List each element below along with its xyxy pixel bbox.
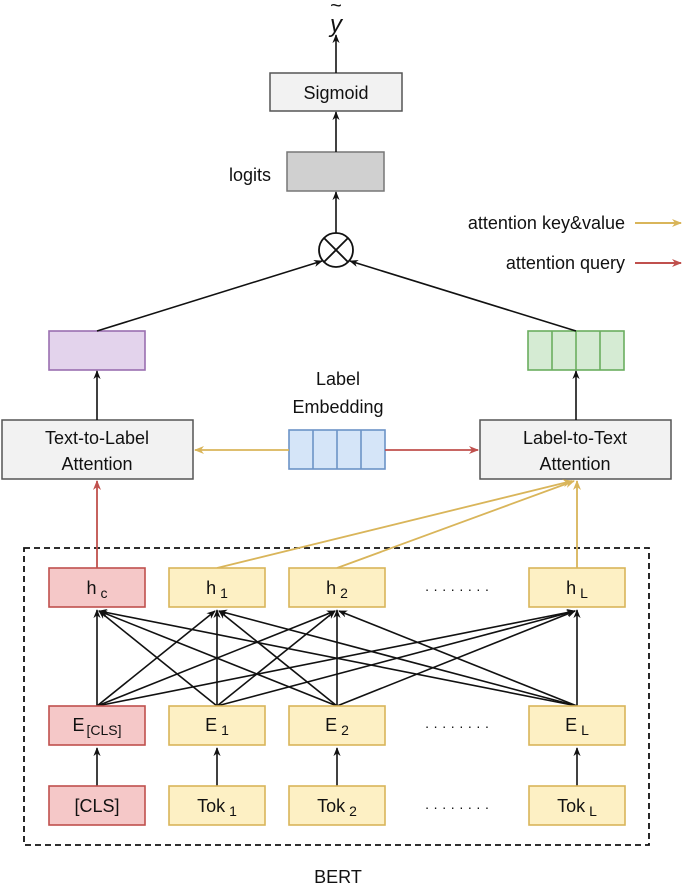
key-value-arrow-from-h2 (336, 480, 575, 569)
h2-base: h (326, 578, 336, 598)
svg-text:E2: E2 (325, 715, 349, 738)
hidden-ellipsis: · · · · · · · · (425, 581, 490, 597)
embedding-ecls: E[CLS] (48, 705, 146, 746)
legend: attention key&value attention query (468, 213, 682, 273)
token-cls-label: [CLS] (74, 796, 119, 816)
token-ellipsis: · · · · · · · · (425, 799, 490, 815)
ecls-base: E (72, 715, 84, 735)
multiply-icon (318, 232, 354, 268)
embedding-ellipsis: · · · · · · · · (425, 718, 490, 734)
legend-query-label: attention query (506, 253, 625, 273)
token-cls: [CLS] (48, 785, 146, 826)
h1-sub: 1 (220, 585, 228, 601)
text-representation-vector (48, 330, 146, 371)
bert-label: BERT (314, 867, 362, 887)
label-embedding-line1: Label (316, 369, 360, 389)
t2-base: Tok (317, 796, 346, 816)
label-to-text-line2: Attention (539, 454, 610, 474)
sigmoid-box: Sigmoid (269, 72, 403, 112)
e2-sub: 2 (341, 722, 349, 738)
hc-base: h (86, 578, 96, 598)
hL-sub: L (580, 585, 588, 601)
output-symbol: y (328, 11, 344, 38)
svg-text:E1: E1 (205, 715, 229, 738)
eL-base: E (565, 715, 577, 735)
tL-sub: L (589, 803, 597, 819)
e2-base: E (325, 715, 337, 735)
h1-base: h (206, 578, 216, 598)
label-embedding: Label Embedding (288, 369, 386, 470)
svg-text:hc: hc (86, 578, 107, 601)
e1-sub: 1 (221, 722, 229, 738)
top-flow-arrows (93, 34, 580, 420)
label-embedding-line2: Embedding (292, 397, 383, 417)
hL-base: h (566, 578, 576, 598)
text-to-label-line2: Attention (61, 454, 132, 474)
svg-text:EL: EL (565, 715, 589, 738)
label-representation-vector (527, 330, 625, 371)
output-y-tilde: ~ y (328, 0, 344, 38)
h2-sub: 2 (340, 585, 348, 601)
output-tilde: ~ (330, 0, 342, 17)
tL-base: Tok (557, 796, 586, 816)
hc-sub: c (101, 585, 108, 601)
svg-text:E[CLS]: E[CLS] (72, 715, 121, 738)
label-to-text-attention-box: Label-to-Text Attention (479, 419, 672, 480)
sigmoid-label: Sigmoid (303, 83, 368, 103)
svg-text:hL: hL (566, 578, 588, 601)
t2-sub: 2 (349, 803, 357, 819)
logits-box (286, 151, 385, 192)
t1-base: Tok (197, 796, 226, 816)
logits-label: logits (229, 165, 271, 185)
text-to-label-line1: Text-to-Label (45, 428, 149, 448)
legend-key-value-label: attention key&value (468, 213, 625, 233)
bert-connections (93, 609, 581, 786)
key-value-arrow-from-h1 (216, 479, 573, 569)
attention-arrows (93, 446, 581, 569)
svg-text:h1: h1 (206, 578, 228, 601)
eL-sub: L (581, 722, 589, 738)
svg-text:h2: h2 (326, 578, 348, 601)
e1-base: E (205, 715, 217, 735)
t1-sub: 1 (229, 803, 237, 819)
label-to-text-line1: Label-to-Text (523, 428, 627, 448)
text-to-label-attention-box: Text-to-Label Attention (1, 419, 194, 480)
bert-container (23, 547, 650, 846)
ecls-sub: [CLS] (87, 722, 122, 738)
